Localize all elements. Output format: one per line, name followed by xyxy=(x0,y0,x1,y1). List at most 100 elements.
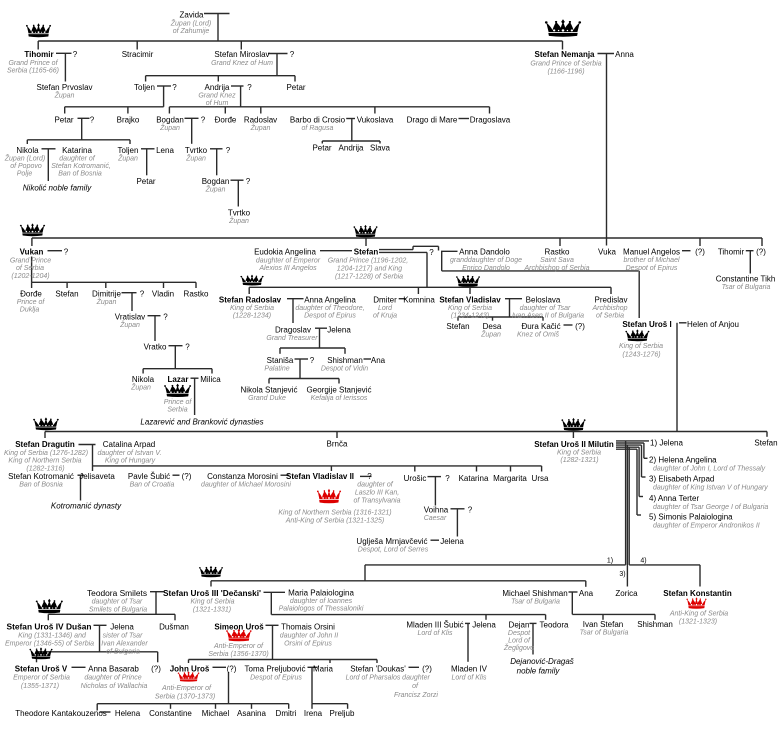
svg-text:King of Serbia: King of Serbia xyxy=(557,450,601,457)
svg-text:Anti-King of Serbia (1321-1325: Anti-King of Serbia (1321-1325) xyxy=(285,518,384,525)
svg-text:Simeon Uroš: Simeon Uroš xyxy=(214,623,264,632)
svg-text:(1166-1196): (1166-1196) xyxy=(547,69,584,76)
svg-text:Pavle Šubić: Pavle Šubić xyxy=(128,472,170,481)
svg-text:Mladen IV: Mladen IV xyxy=(451,665,488,674)
svg-text:King of Serbia: King of Serbia xyxy=(619,343,663,350)
svg-text:?: ? xyxy=(90,116,95,125)
svg-text:Stefan Uroš III 'Dečanski': Stefan Uroš III 'Dečanski' xyxy=(163,589,261,598)
svg-text:Archbishop: Archbishop xyxy=(591,305,627,312)
svg-text:Grand Treasurer: Grand Treasurer xyxy=(266,335,318,342)
svg-text:Lena: Lena xyxy=(156,146,174,155)
svg-text:Desa: Desa xyxy=(483,322,502,331)
svg-text:Despot of Epirus: Despot of Epirus xyxy=(304,313,356,320)
svg-text:5) Simonis Palaiologina: 5) Simonis Palaiologina xyxy=(649,513,733,522)
svg-text:Bogdan: Bogdan xyxy=(156,116,184,125)
svg-text:Tvrtko: Tvrtko xyxy=(228,209,251,218)
svg-text:Kotromanić dynasty: Kotromanić dynasty xyxy=(51,502,122,511)
svg-text:Vukoslava: Vukoslava xyxy=(357,116,394,125)
svg-text:Anna Dandolo: Anna Dandolo xyxy=(459,248,510,257)
svg-text:?: ? xyxy=(468,506,473,515)
svg-text:daughter of Emperor Andronikos: daughter of Emperor Andronikos II xyxy=(653,523,760,530)
svg-text:daughter of Ioannes: daughter of Ioannes xyxy=(290,598,353,605)
svg-text:of Transylvania: of Transylvania xyxy=(354,498,401,505)
svg-text:Anna: Anna xyxy=(615,50,634,59)
svg-text:Slava: Slava xyxy=(370,144,391,153)
svg-text:Stefan Kotromanić,: Stefan Kotromanić, xyxy=(51,163,111,170)
svg-text:Despot, Lord of Serres: Despot, Lord of Serres xyxy=(358,547,429,554)
svg-text:(1228-1234): (1228-1234) xyxy=(233,313,271,320)
svg-text:Stefan Radoslav: Stefan Radoslav xyxy=(219,296,282,305)
svg-text:Helen of Anjou: Helen of Anjou xyxy=(687,320,739,329)
svg-text:?: ? xyxy=(429,248,434,257)
svg-text:Michael: Michael xyxy=(202,709,230,718)
svg-text:?: ? xyxy=(172,83,177,92)
svg-text:Lazarević and Branković dynast: Lazarević and Branković dynasties xyxy=(140,418,263,427)
svg-text:Maria: Maria xyxy=(313,665,334,674)
svg-text:Grand Prince of Serbia: Grand Prince of Serbia xyxy=(530,61,601,68)
svg-text:(1202-1204): (1202-1204) xyxy=(11,273,49,280)
svg-text:Anti-Emperor of: Anti-Emperor of xyxy=(161,685,212,692)
svg-text:?: ? xyxy=(290,50,295,59)
svg-text:Dragoslava: Dragoslava xyxy=(470,116,511,125)
svg-text:of Serbia: of Serbia xyxy=(596,313,624,320)
svg-text:Asanina: Asanina xyxy=(237,709,266,718)
svg-text:Orsini of Epirus: Orsini of Epirus xyxy=(284,641,332,648)
svg-text:Stefan Nemanja: Stefan Nemanja xyxy=(534,50,595,59)
svg-text:Stefan 'Doukas': Stefan 'Doukas' xyxy=(350,665,406,674)
svg-text:Grand Prince: Grand Prince xyxy=(10,258,51,265)
svg-text:Lord of Klis: Lord of Klis xyxy=(451,675,487,682)
svg-text:of Hum: of Hum xyxy=(206,100,229,107)
svg-text:Teodora: Teodora xyxy=(540,621,569,630)
svg-text:Jelena: Jelena xyxy=(327,326,351,335)
svg-text:Đura Kačić: Đura Kačić xyxy=(521,322,560,331)
svg-text:(?): (?) xyxy=(182,472,192,481)
svg-text:daughter of Tsar: daughter of Tsar xyxy=(92,599,143,606)
svg-text:Despot of Epirus: Despot of Epirus xyxy=(626,265,678,272)
svg-text:daughter of Michael Morosini: daughter of Michael Morosini xyxy=(201,482,291,489)
svg-text:Nikolić noble family: Nikolić noble family xyxy=(23,184,92,193)
svg-text:Thomais Orsini: Thomais Orsini xyxy=(281,623,335,632)
svg-text:Anti-King of Serbia: Anti-King of Serbia xyxy=(669,611,728,618)
svg-text:of Serbia: of Serbia xyxy=(16,265,44,272)
svg-text:Župan: Župan xyxy=(119,320,140,329)
svg-text:(?): (?) xyxy=(422,665,432,674)
svg-text:Nikola: Nikola xyxy=(16,146,39,155)
svg-text:of: of xyxy=(412,683,419,690)
svg-text:Palatine: Palatine xyxy=(264,366,289,373)
svg-text:Shishman: Shishman xyxy=(637,620,673,629)
svg-text:King of Serbia: King of Serbia xyxy=(230,305,274,312)
svg-text:King of Northern Serbia: King of Northern Serbia xyxy=(8,458,81,465)
svg-text:?: ? xyxy=(310,356,315,365)
svg-text:Serbia (1370-1373): Serbia (1370-1373) xyxy=(155,694,215,701)
svg-text:Ban of Bosnia: Ban of Bosnia xyxy=(58,171,102,178)
svg-text:Anna Angelina: Anna Angelina xyxy=(304,296,356,305)
svg-text:Ivan Asen II of Bulgaria: Ivan Asen II of Bulgaria xyxy=(512,313,584,320)
svg-text:Stracimir: Stracimir xyxy=(122,50,154,59)
svg-text:Grand Knez of Hum: Grand Knez of Hum xyxy=(211,60,273,67)
svg-text:daughter of King Istvan V of H: daughter of King Istvan V of Hungary xyxy=(653,485,768,492)
svg-text:Toljen: Toljen xyxy=(118,146,139,155)
svg-text:?: ? xyxy=(226,146,231,155)
svg-text:Teodora Smilets: Teodora Smilets xyxy=(87,589,147,598)
svg-text:Caesar: Caesar xyxy=(424,515,447,522)
svg-text:Maria Palaiologina: Maria Palaiologina xyxy=(288,589,354,598)
svg-text:Župan: Župan xyxy=(480,330,501,339)
svg-text:Zavida: Zavida xyxy=(179,11,204,20)
svg-text:Duklja: Duklja xyxy=(20,307,40,314)
svg-text:Andrija: Andrija xyxy=(339,144,364,153)
svg-text:?: ? xyxy=(185,343,190,352)
svg-text:Stefan Uroš V: Stefan Uroš V xyxy=(15,665,68,674)
svg-text:daughter of Prince: daughter of Prince xyxy=(84,675,141,682)
svg-text:Milica: Milica xyxy=(200,375,221,384)
svg-text:?: ? xyxy=(201,116,206,125)
svg-text:Petar: Petar xyxy=(136,177,155,186)
svg-text:3): 3) xyxy=(619,571,625,578)
svg-text:?: ? xyxy=(140,290,145,299)
svg-text:Despot of Vidin: Despot of Vidin xyxy=(321,366,368,373)
svg-text:Brnča: Brnča xyxy=(327,440,348,449)
svg-text:Georgije Stanjević: Georgije Stanjević xyxy=(307,386,372,395)
svg-text:(1243-1276): (1243-1276) xyxy=(622,352,660,359)
svg-text:brother of Michael: brother of Michael xyxy=(623,257,679,264)
svg-text:of Zahumije: of Zahumije xyxy=(173,28,210,35)
svg-text:Laszlo III Kan,: Laszlo III Kan, xyxy=(355,490,399,497)
